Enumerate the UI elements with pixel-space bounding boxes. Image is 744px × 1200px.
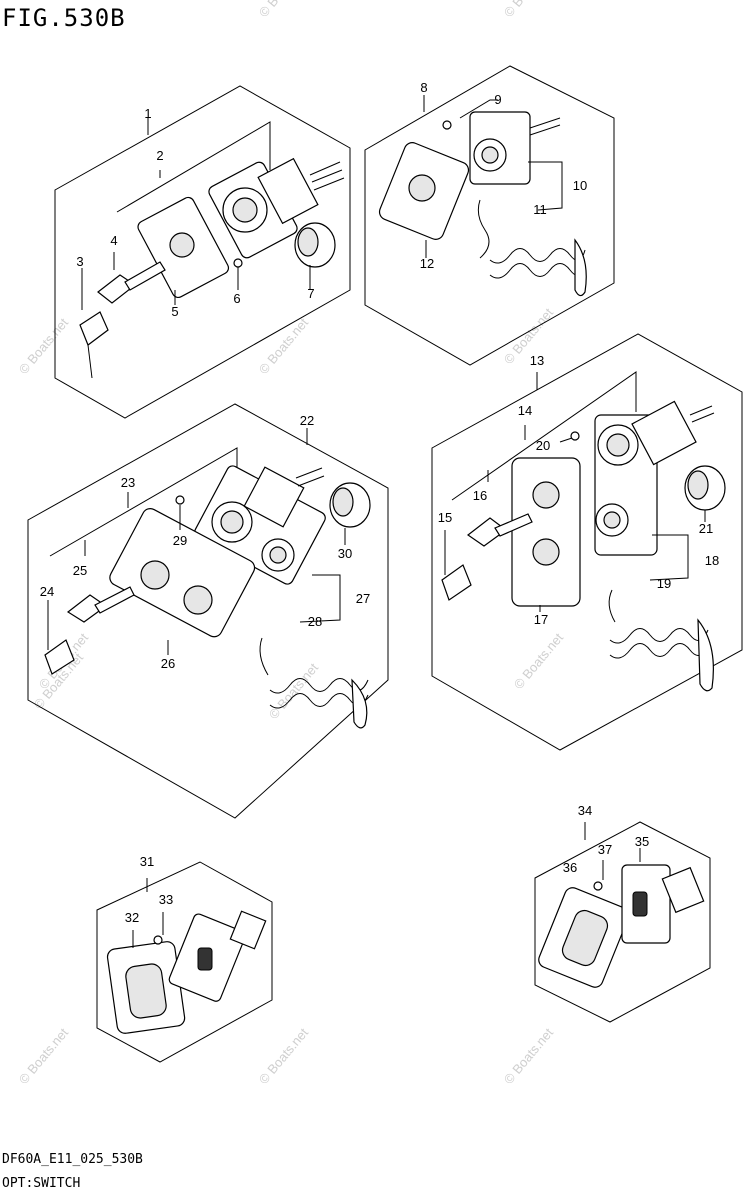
watermark: © Boats.net	[256, 0, 312, 20]
callout-19: 19	[657, 576, 671, 591]
watermark: © Boats.net	[16, 1025, 72, 1087]
callout-37: 37	[598, 842, 612, 857]
callout-8: 8	[420, 80, 427, 95]
callout-34: 34	[578, 803, 592, 818]
watermark: © Boats.net	[256, 1025, 312, 1087]
callout-31: 31	[140, 854, 154, 869]
callout-29: 29	[173, 533, 187, 548]
watermark: © Boats.net	[501, 305, 557, 367]
callout-1: 1	[144, 106, 151, 121]
callout-12: 12	[420, 256, 434, 271]
callout-21: 21	[699, 521, 713, 536]
watermark: © Boats.net	[266, 660, 322, 722]
callout-25: 25	[73, 563, 87, 578]
callout-7: 7	[307, 286, 314, 301]
callout-28: 28	[308, 614, 322, 629]
callout-11: 11	[533, 202, 547, 217]
drawing-label: OPT:SWITCH	[2, 1176, 81, 1191]
callout-24: 24	[40, 584, 54, 599]
callout-36: 36	[563, 860, 577, 875]
callout-23: 23	[121, 475, 135, 490]
watermark: © Boats.net	[501, 1025, 557, 1087]
callout-20: 20	[536, 438, 550, 453]
callout-26: 26	[161, 656, 175, 671]
callout-9: 9	[494, 92, 501, 107]
callout-14: 14	[518, 403, 532, 418]
callout-22: 22	[300, 413, 314, 428]
callout-32: 32	[125, 910, 139, 925]
callout-35: 35	[635, 834, 649, 849]
callout-5: 5	[171, 304, 178, 319]
callout-15: 15	[438, 510, 452, 525]
assembly-group-34	[534, 821, 711, 1023]
callout-2: 2	[156, 148, 163, 163]
callout-13: 13	[530, 353, 544, 368]
callout-27: 27	[356, 591, 370, 606]
callout-3: 3	[76, 254, 83, 269]
callout-18: 18	[705, 553, 719, 568]
watermark: © Boats.net	[16, 315, 72, 377]
callout-16: 16	[473, 488, 487, 503]
callout-6: 6	[233, 291, 240, 306]
callout-33: 33	[159, 892, 173, 907]
assembly-group-8	[364, 65, 615, 366]
assembly-group-31	[96, 861, 273, 1063]
watermark: © Boats.net	[511, 630, 567, 692]
drawing-code: DF60A_E11_025_530B	[2, 1152, 143, 1167]
watermark: © Boats.net	[256, 315, 312, 377]
assembly-group-22	[27, 403, 389, 819]
figure-title: FIG.530B	[2, 4, 126, 32]
watermark: © Boats.net	[501, 0, 557, 20]
assembly-group-13	[431, 333, 743, 751]
callout-10: 10	[573, 178, 587, 193]
callout-30: 30	[338, 546, 352, 561]
callout-4: 4	[110, 233, 117, 248]
assembly-group-1	[54, 85, 351, 419]
callout-17: 17	[534, 612, 548, 627]
